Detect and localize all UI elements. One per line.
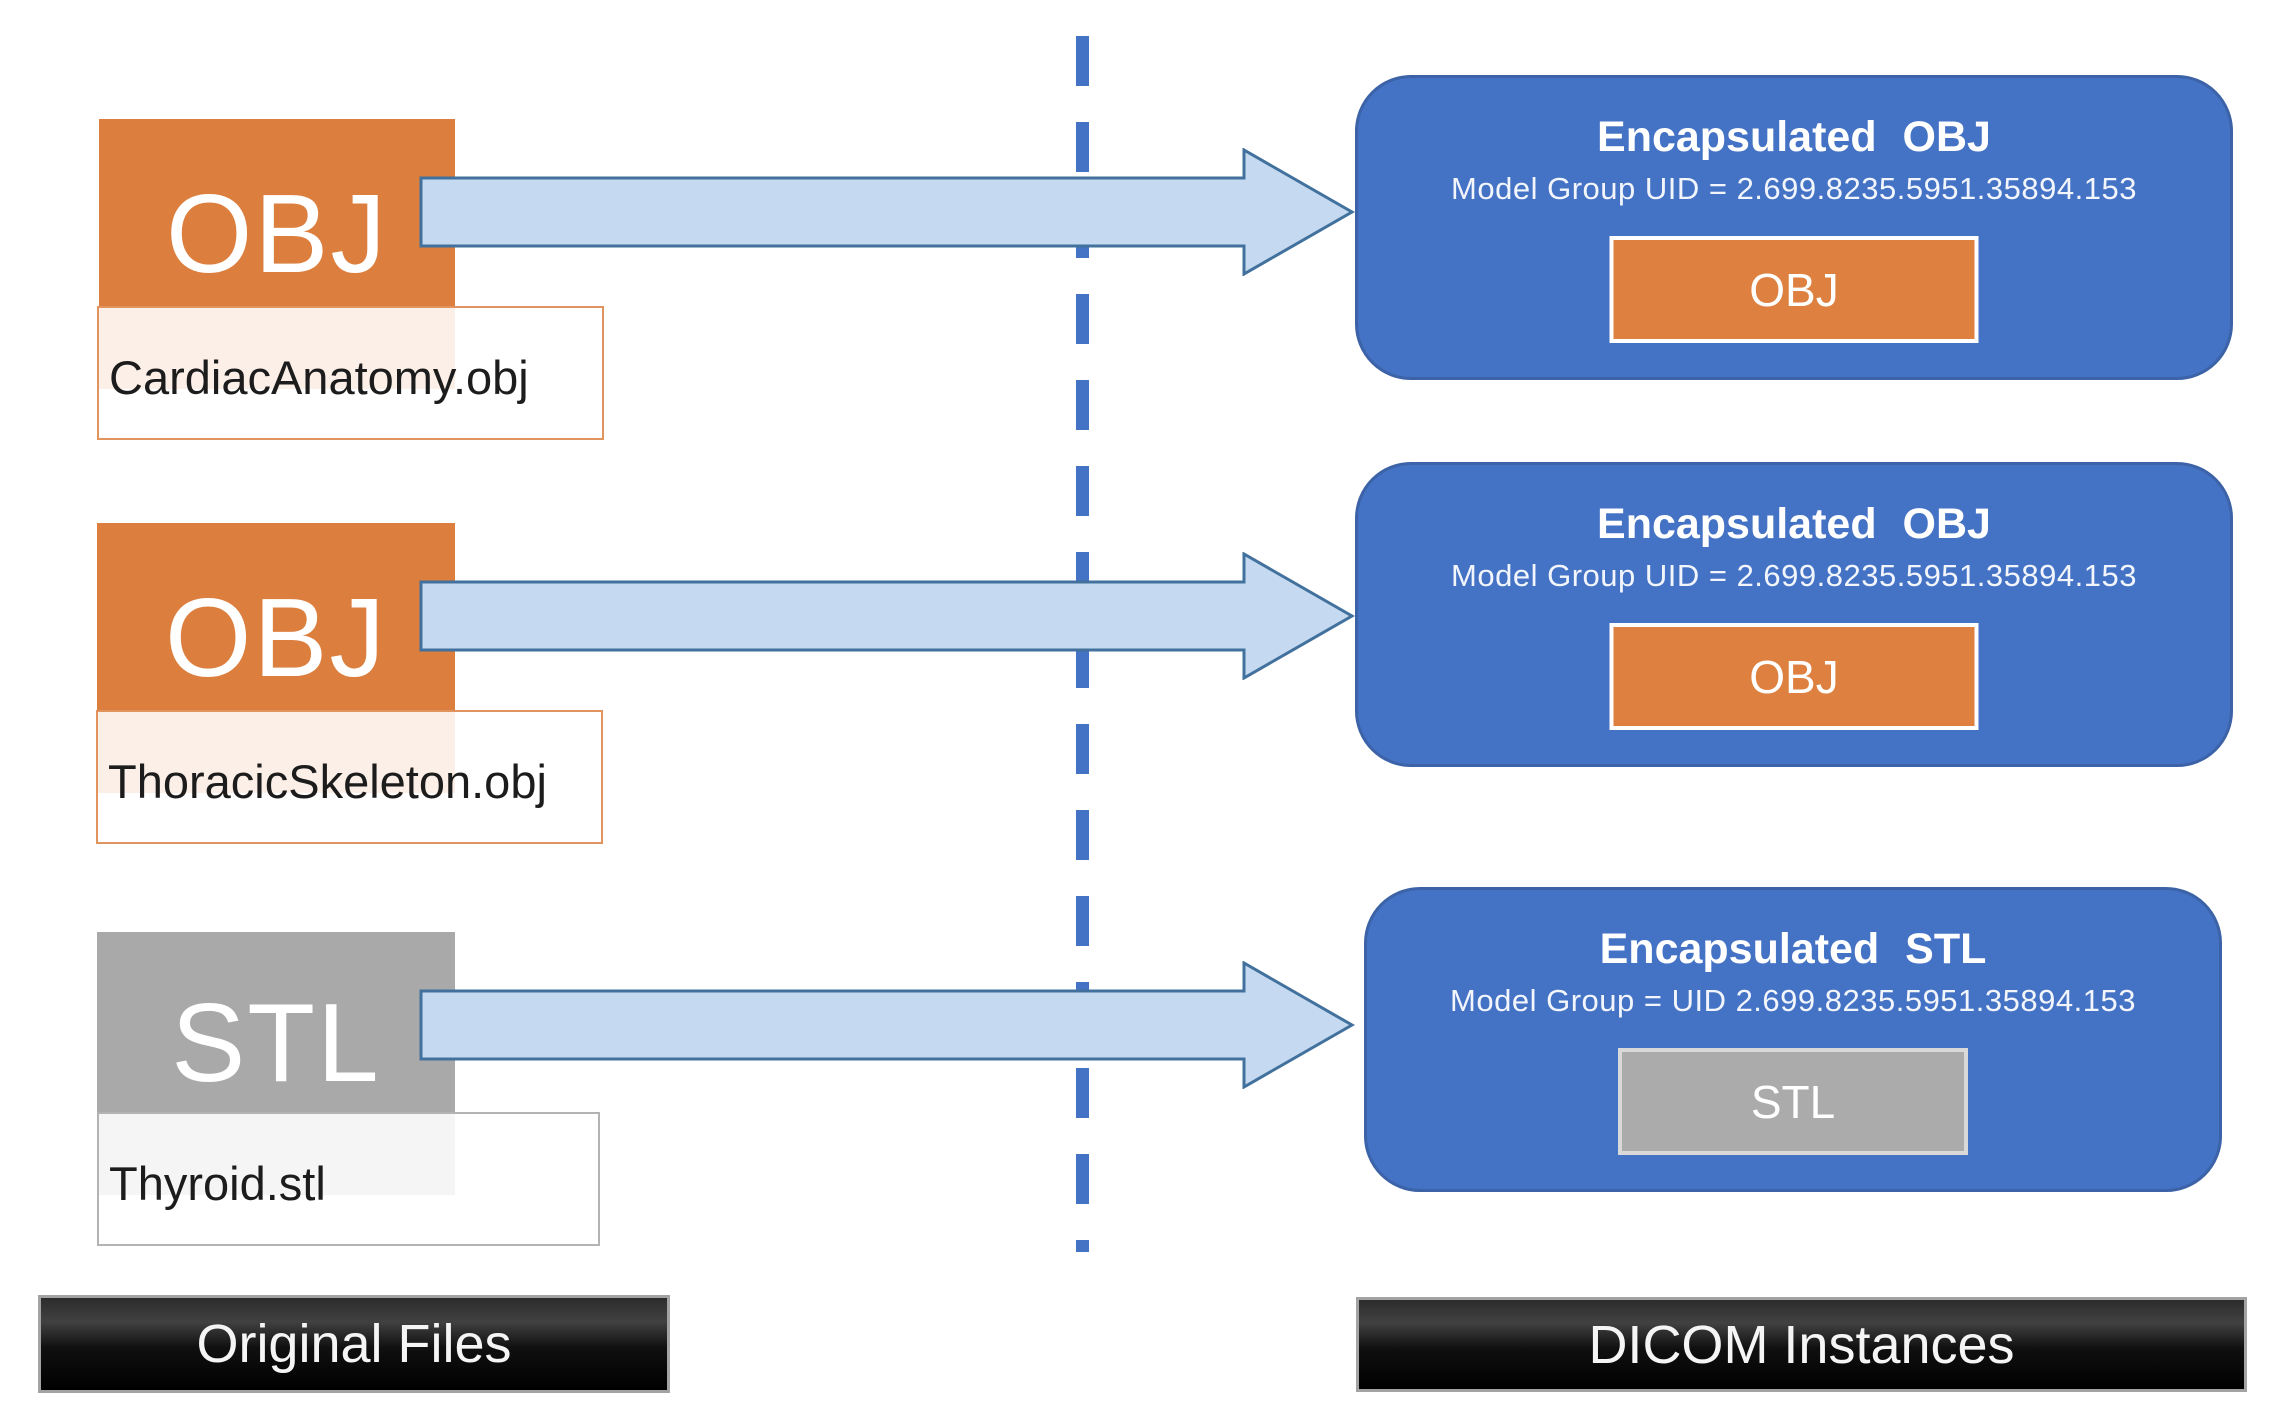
filename-text: ThoracicSkeleton.obj bbox=[108, 755, 547, 808]
footer-dicom-instances: DICOM Instances bbox=[1356, 1297, 2247, 1392]
format-chip-obj: OBJ bbox=[1609, 623, 1979, 730]
filename-box-3: Thyroid.stl bbox=[97, 1112, 600, 1246]
conversion-arrow-3 bbox=[419, 961, 1356, 1089]
filename-text: CardiacAnatomy.obj bbox=[109, 351, 529, 404]
chip-label: OBJ bbox=[1749, 263, 1839, 316]
format-chip-obj: OBJ bbox=[1609, 236, 1979, 343]
card-title: Encapsulated STL bbox=[1599, 925, 1987, 973]
file-format-text: OBJ bbox=[165, 575, 387, 700]
file-format-text: STL bbox=[171, 981, 381, 1105]
filename-box-1: CardiacAnatomy.obj bbox=[97, 306, 604, 440]
dicom-card-1: Encapsulated OBJ Model Group UID = 2.699… bbox=[1355, 75, 2233, 380]
card-uid-line: Model Group = UID 2.699.8235.5951.35894.… bbox=[1450, 982, 2136, 1018]
format-chip-stl: STL bbox=[1618, 1048, 1968, 1155]
chip-label: STL bbox=[1750, 1075, 1836, 1128]
card-uid-line: Model Group UID = 2.699.8235.5951.35894.… bbox=[1451, 557, 2137, 593]
card-title: Encapsulated OBJ bbox=[1597, 500, 1991, 548]
chip-label: OBJ bbox=[1749, 650, 1839, 703]
footer-label: DICOM Instances bbox=[1588, 1314, 2015, 1375]
file-format-text: OBJ bbox=[166, 171, 388, 296]
filename-text: Thyroid.stl bbox=[109, 1157, 326, 1210]
conversion-arrow-2 bbox=[419, 552, 1356, 680]
dicom-card-3: Encapsulated STL Model Group = UID 2.699… bbox=[1364, 887, 2222, 1192]
dicom-card-2: Encapsulated OBJ Model Group UID = 2.699… bbox=[1355, 462, 2233, 767]
card-title: Encapsulated OBJ bbox=[1597, 113, 1991, 161]
footer-original-files: Original Files bbox=[38, 1295, 670, 1393]
footer-label: Original Files bbox=[196, 1314, 512, 1374]
conversion-arrow-1 bbox=[419, 148, 1356, 276]
filename-box-2: ThoracicSkeleton.obj bbox=[96, 710, 603, 844]
card-uid-line: Model Group UID = 2.699.8235.5951.35894.… bbox=[1451, 170, 2137, 206]
